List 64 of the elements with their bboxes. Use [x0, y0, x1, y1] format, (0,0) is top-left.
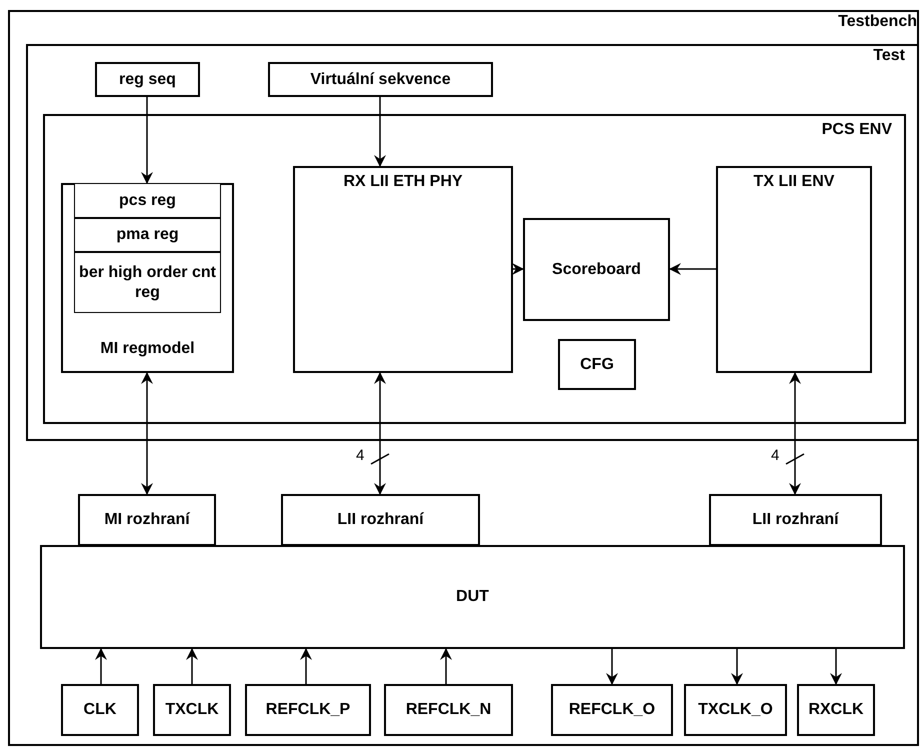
node-label: reg seq	[119, 70, 176, 90]
interface-box	[78, 494, 216, 546]
clock-box	[153, 684, 231, 736]
node-label: MI regmodel	[100, 339, 195, 359]
edge-label: 4	[770, 448, 780, 463]
environment-frame	[43, 114, 906, 424]
arrow	[141, 372, 153, 495]
node-label: REFCLK_P	[266, 700, 350, 720]
agent-box	[716, 166, 872, 373]
node-label: PCS ENV	[822, 120, 892, 140]
node-label: pcs reg	[119, 190, 176, 210]
scoreboard-box	[523, 218, 670, 321]
arrow	[731, 649, 743, 685]
node-label: TX LII ENV	[754, 172, 834, 192]
node-label: RX LII ETH PHY	[343, 172, 463, 192]
clock-box	[61, 684, 139, 736]
arrow	[789, 372, 801, 495]
node-label: LII rozhraní	[752, 510, 839, 530]
node-label: pma reg	[116, 225, 179, 245]
dut-box	[40, 545, 905, 649]
node-label: Testbench	[838, 12, 917, 32]
node-label: REFCLK_O	[568, 700, 656, 720]
node-label: Test	[873, 46, 905, 66]
node-label: Virtuální sekvence	[310, 70, 451, 90]
register-row	[74, 252, 221, 313]
regmodel-box	[61, 183, 234, 373]
node-label: Scoreboard	[552, 260, 641, 280]
arrow	[300, 648, 312, 684]
node-label: REFCLK_N	[406, 700, 492, 720]
register-row	[74, 218, 221, 252]
sequence-box	[95, 62, 200, 97]
node-label: TXCLK_O	[698, 700, 773, 720]
register-row	[74, 183, 221, 218]
node-label: CFG	[580, 354, 614, 374]
arrow	[440, 648, 452, 684]
arrow	[830, 649, 842, 685]
agent-box	[293, 166, 513, 373]
testbench-frame	[8, 10, 919, 746]
arrow	[374, 372, 386, 495]
node-label: LII rozhraní	[337, 510, 424, 530]
arrow	[186, 648, 198, 684]
arrow	[606, 649, 618, 685]
arrow	[95, 648, 107, 684]
node-label: MI rozhraní	[104, 510, 190, 530]
clock-box	[384, 684, 513, 736]
clock-box	[551, 684, 673, 736]
node-label: ber high order cnt reg	[78, 262, 217, 302]
node-label: TXCLK	[165, 700, 219, 720]
arrow	[374, 97, 386, 167]
clock-box	[797, 684, 875, 736]
test-frame	[26, 44, 919, 441]
arrow	[141, 97, 153, 184]
clock-box	[684, 684, 787, 736]
node-label: CLK	[84, 700, 116, 720]
config-box	[558, 339, 636, 390]
node-label: RXCLK	[808, 700, 864, 720]
arrow	[669, 263, 716, 275]
sequence-box	[268, 62, 493, 97]
interface-box	[281, 494, 480, 546]
node-label: DUT	[456, 587, 489, 607]
interface-box	[709, 494, 882, 546]
clock-box	[245, 684, 371, 736]
arrow	[512, 263, 524, 275]
edge-label: 4	[355, 448, 366, 463]
